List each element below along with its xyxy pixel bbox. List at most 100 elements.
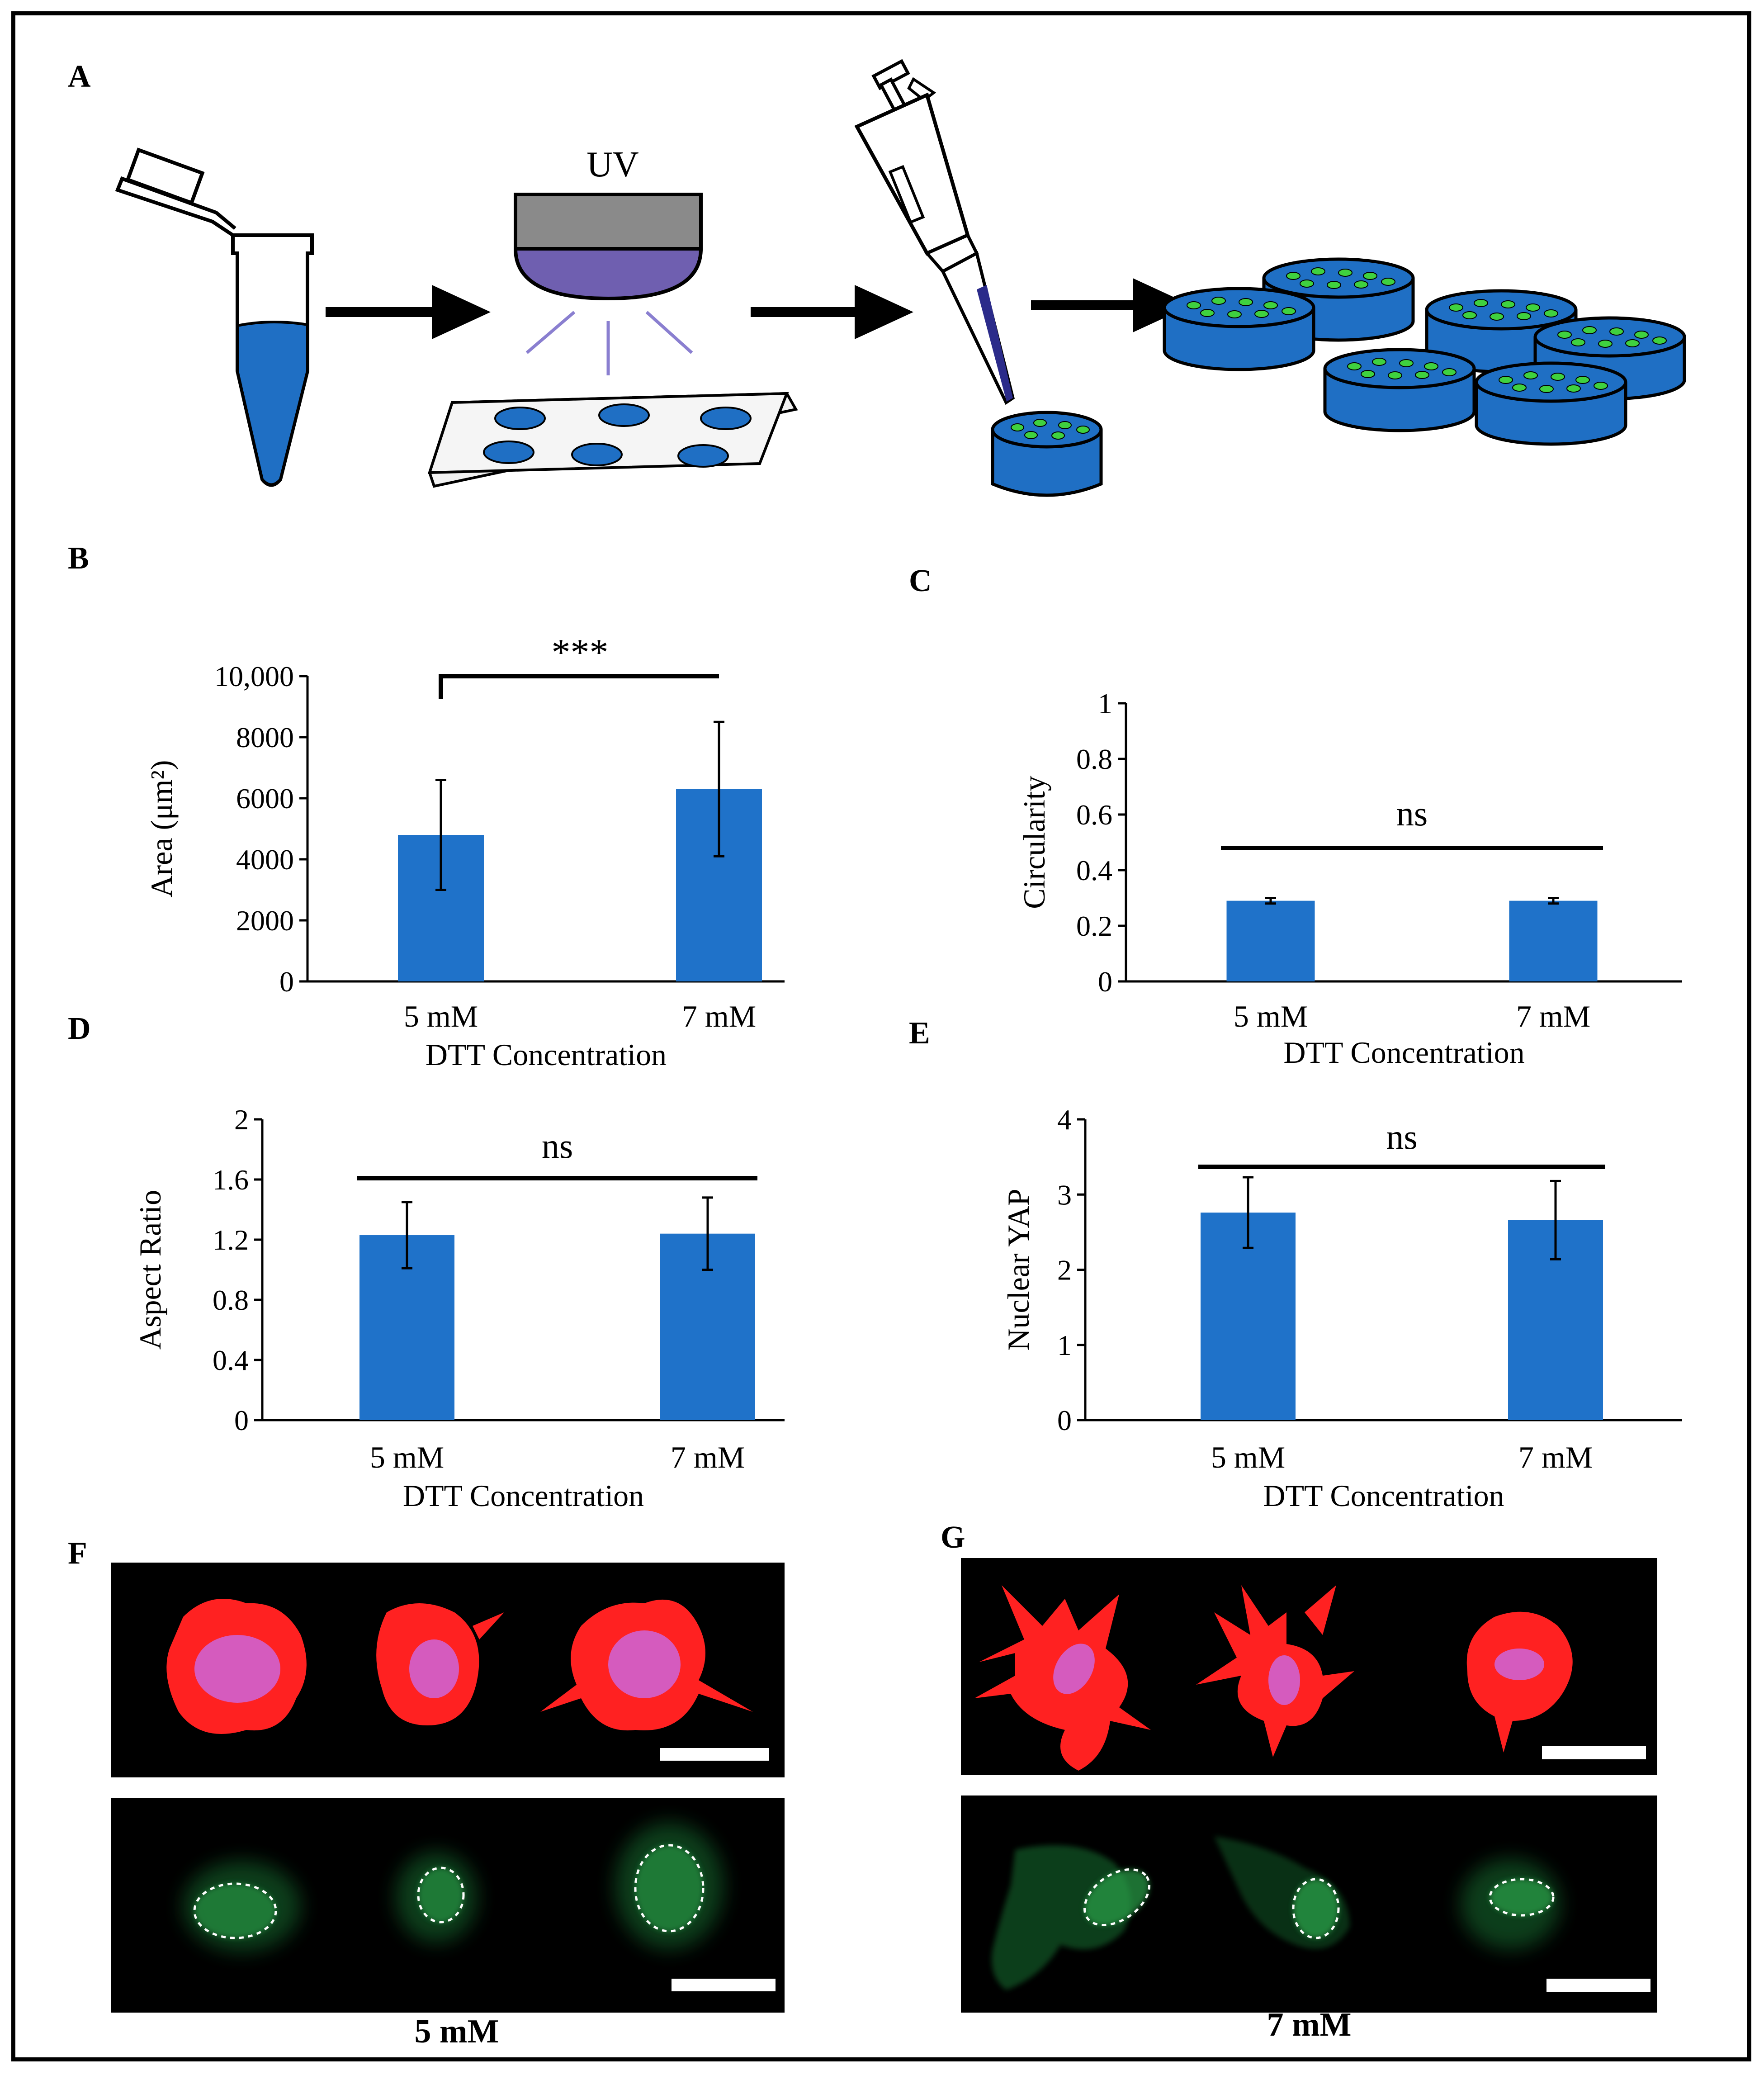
- figure-frame: [11, 11, 1751, 2061]
- y-axis-label: Area (μm²): [144, 760, 179, 897]
- cell-dot: [1490, 313, 1504, 321]
- uv-label: UV: [586, 145, 639, 185]
- cell-dot: [1526, 303, 1540, 312]
- hydrogel-top: [1533, 316, 1686, 358]
- hydrogel-top: [1475, 361, 1627, 403]
- cell-dot: [1449, 303, 1463, 312]
- y-tick-label: 0.8: [213, 1284, 249, 1316]
- y-tick-label: 1.2: [213, 1224, 249, 1256]
- y-tick-label: 8000: [236, 721, 294, 753]
- cell-dot: [1442, 368, 1457, 376]
- cell-dot: [1263, 301, 1278, 309]
- panel-label-f: F: [68, 1536, 87, 1571]
- y-tick-label: 0.6: [1076, 799, 1112, 831]
- scale-bar: [1542, 1746, 1646, 1759]
- cell-dot: [1501, 300, 1515, 308]
- scale-bar: [672, 1979, 776, 1991]
- cell-dot: [1594, 382, 1608, 390]
- y-tick-label: 4000: [236, 843, 294, 876]
- y-axis-label: Aspect Ratio: [133, 1190, 167, 1350]
- cell-dot: [1512, 384, 1527, 392]
- cell-dot: [1598, 340, 1613, 348]
- category-label: 7 mM: [1516, 999, 1590, 1033]
- cell-dot: [1399, 359, 1414, 367]
- scale-bar: [1546, 1979, 1650, 1992]
- scale-bar: [660, 1748, 769, 1761]
- bar: [1226, 900, 1315, 981]
- bar: [1509, 900, 1598, 981]
- panel-label-a: A: [68, 59, 91, 94]
- arrow-icon: [1031, 278, 1192, 332]
- y-tick-label: 6000: [236, 782, 294, 815]
- cell-dot: [1200, 309, 1215, 317]
- cell-dot: [1582, 326, 1597, 334]
- cell-dot: [1300, 280, 1314, 288]
- x-axis-label: DTT Concentration: [403, 1478, 644, 1513]
- hydrogel-top: [1262, 257, 1415, 299]
- cell-dot: [1282, 307, 1296, 315]
- cell-dot: [1499, 376, 1513, 384]
- uv-lamp-icon: UV: [513, 145, 703, 375]
- cell-dot: [1354, 280, 1368, 289]
- cell-dot: [1381, 278, 1395, 286]
- y-tick-label: 0.8: [1076, 743, 1112, 775]
- arrow-icon: [326, 285, 491, 339]
- y-tick-label: 0: [234, 1404, 249, 1436]
- microcentrifuge-tube-icon: [115, 147, 314, 487]
- cell-dot: [1625, 339, 1640, 347]
- category-label: 7 mM: [1518, 1440, 1593, 1474]
- significance-label: ns: [1386, 1117, 1417, 1156]
- cell-dot: [1474, 299, 1488, 307]
- cell-dot: [1286, 272, 1301, 280]
- cell-dot: [1634, 331, 1649, 339]
- y-tick-label: 1: [1098, 687, 1112, 720]
- cell-dot: [1566, 384, 1581, 393]
- y-tick-label: 0: [1057, 1404, 1072, 1436]
- y-tick-label: 3: [1057, 1179, 1072, 1211]
- hydrogel-top: [1425, 289, 1578, 331]
- panel-a-schematic: UV: [115, 59, 1686, 497]
- cell-dot: [1211, 297, 1226, 305]
- hydrogel-top: [1323, 348, 1476, 389]
- hydrogel-top: [1163, 287, 1315, 328]
- panel-label-d: D: [68, 1011, 91, 1046]
- hydrogel-disc-icon: [991, 411, 1103, 497]
- cell-dot: [1575, 376, 1590, 384]
- y-tick-label: 1.6: [213, 1164, 249, 1196]
- x-axis-label: DTT Concentration: [426, 1038, 667, 1072]
- y-axis-label: Circularity: [1017, 776, 1051, 909]
- significance-label: ***: [552, 631, 609, 673]
- y-axis-label: Nuclear YAP: [1001, 1189, 1036, 1350]
- significance-label: ns: [1396, 794, 1428, 833]
- cell-dot: [1338, 269, 1353, 277]
- cell-dot: [1372, 358, 1386, 366]
- cell-dot: [1363, 272, 1377, 280]
- significance-label: ns: [542, 1126, 573, 1165]
- cell-dot: [1557, 331, 1572, 339]
- y-tick-label: 2: [234, 1104, 249, 1136]
- y-tick-label: 0.4: [213, 1344, 249, 1376]
- caption-7mM: 7 mM: [1267, 2006, 1352, 2043]
- cell-dot: [1462, 311, 1477, 319]
- cell-dot: [1609, 327, 1624, 336]
- x-axis-label: DTT Concentration: [1283, 1035, 1524, 1070]
- cell-dot: [1517, 312, 1531, 320]
- chart-d: 0 0.4 0.8 1.2 1.6 2 5 mM 7 mM DTT Concentration A…: [133, 1104, 785, 1513]
- glass-slide-icon: [427, 392, 798, 488]
- micrograph-5mM-cytoskeleton: [111, 1563, 785, 1777]
- x-axis-label: DTT Concentration: [1263, 1478, 1504, 1513]
- y-tick-label: 10,000: [214, 660, 294, 692]
- cell-dot: [1544, 309, 1558, 317]
- micrograph-5mM-yap: [111, 1798, 785, 2013]
- y-tick-label: 0.2: [1076, 910, 1112, 942]
- category-label: 5 mM: [370, 1440, 444, 1474]
- cell-dot: [1347, 362, 1362, 370]
- category-label: 7 mM: [671, 1440, 745, 1474]
- cell-dot: [1227, 310, 1242, 318]
- y-tick-label: 2000: [236, 905, 294, 937]
- cell-dot: [1388, 371, 1402, 379]
- cell-dot: [1539, 385, 1554, 393]
- panel-label-b: B: [68, 541, 89, 576]
